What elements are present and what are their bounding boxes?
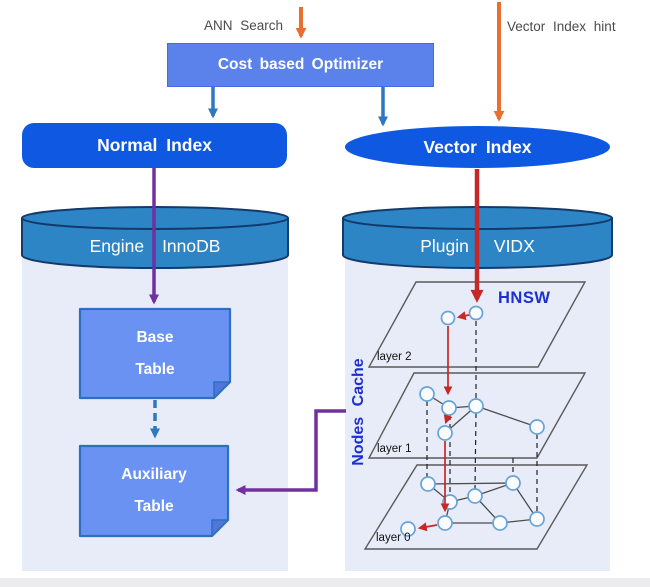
graph-node (419, 386, 435, 402)
vector-index-hint-label: Vector Index hint (507, 19, 616, 34)
layer1-label: layer 1 (377, 443, 412, 455)
layer0-label: layer 0 (376, 532, 411, 544)
auxiliary-table-line1: Auxiliary (121, 466, 187, 483)
graph-node (437, 425, 453, 441)
layer1-plane (367, 372, 587, 459)
base-table-shape (78, 307, 232, 400)
hnsw-label: HNSW (498, 289, 551, 307)
engine-word: Engine (89, 235, 145, 256)
normal-index-label: Normal Index (97, 135, 212, 155)
ann-search-label: ANN Search (204, 18, 284, 33)
window-bottom-edge (0, 578, 650, 587)
optimizer-label: Cost based Optimizer (217, 56, 384, 73)
nodes-cache-to-auxiliary-arrow (235, 409, 346, 495)
graph-node (529, 419, 545, 435)
base-table-label: Base Table (80, 309, 230, 398)
auxiliary-table-label: Auxiliary Table (80, 446, 228, 536)
vector-index-ellipse: Vector Index (345, 126, 610, 168)
graph-node (492, 515, 508, 531)
graph-node (420, 476, 436, 492)
vidx-word: VIDX (493, 235, 535, 256)
auxiliary-table-shape (78, 444, 230, 538)
red-search-path (417, 169, 484, 532)
graph-node (440, 310, 456, 326)
auxiliary-table-line2: Table (134, 498, 174, 515)
graph-nodes (400, 305, 545, 537)
nodes-cache-label: Nodes Cache (350, 358, 367, 466)
base-table-line2: Table (135, 360, 175, 378)
graph-node (467, 488, 483, 504)
vector-index-label: Vector Index (423, 136, 532, 157)
plugin-word: Plugin (420, 235, 469, 256)
layer2-plane (367, 281, 587, 368)
layer2-label: layer 2 (377, 351, 412, 363)
graph-node (441, 400, 457, 416)
base-table-line1: Base (136, 328, 174, 346)
engine-cylinder-label: Engine InnoDB (22, 228, 288, 264)
graph-node (468, 305, 484, 321)
graph-node (400, 521, 416, 537)
graph-node (505, 475, 521, 491)
plugin-cylinder-label: Plugin VIDX (343, 228, 612, 264)
graph-node (529, 511, 545, 527)
normal-index-box: Normal Index (22, 123, 287, 168)
innodb-word: InnoDB (162, 235, 221, 256)
layer0-plane (363, 464, 589, 550)
graph-node (437, 515, 453, 531)
cost-based-optimizer-box: Cost based Optimizer (167, 43, 434, 87)
graph-node (468, 398, 484, 414)
